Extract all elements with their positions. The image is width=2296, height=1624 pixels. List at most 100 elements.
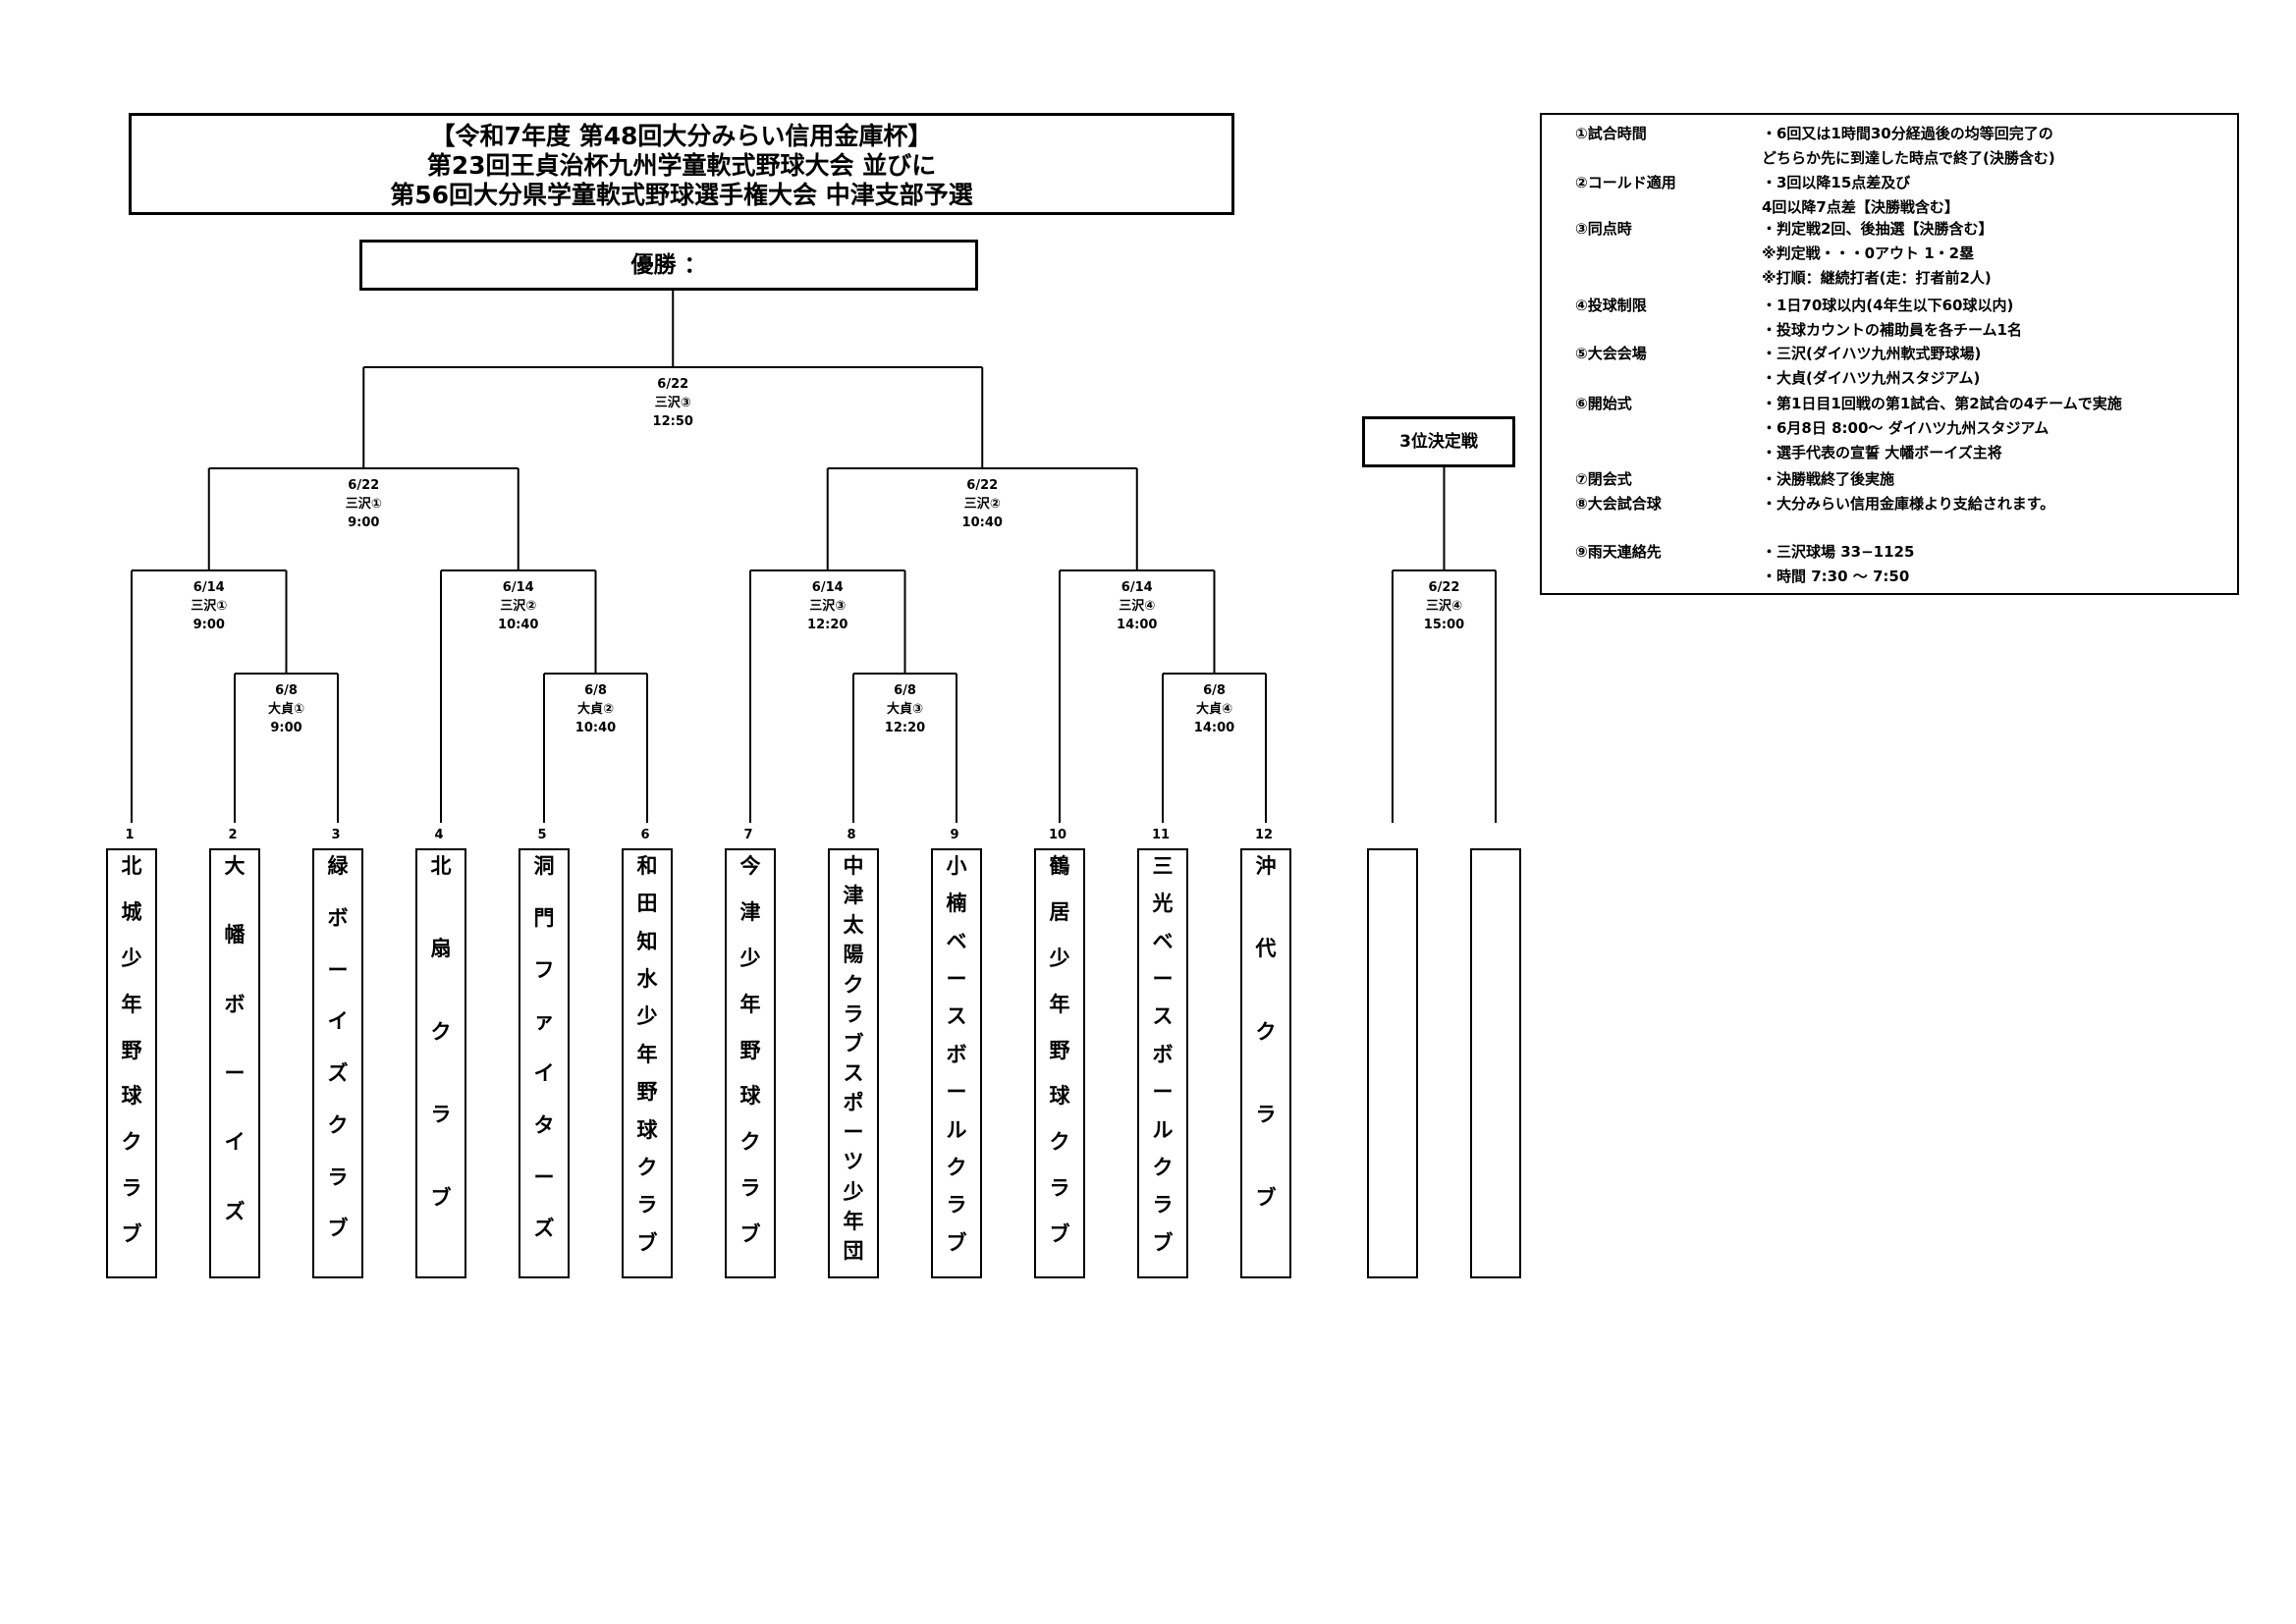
team-name-box: 大幡ボーイズ	[209, 848, 260, 1278]
match-time: 12:20	[807, 618, 848, 632]
team-name-char: ク	[1049, 1130, 1070, 1155]
title-line-2: 第23回王貞治杯九州学童軟式野球大会 並びに	[426, 151, 937, 180]
team-name-char: 球	[1049, 1084, 1070, 1109]
team-name-char: ボ	[327, 905, 349, 930]
match-date: 6/8	[275, 683, 298, 698]
match-date: 6/22	[657, 377, 689, 392]
team-name-char: 和	[636, 854, 658, 878]
info-value: ・大分みらい信用金庫様より支給されます。	[1762, 495, 2055, 513]
team-name-char: 野	[121, 1038, 142, 1062]
team-name-box	[1470, 848, 1521, 1278]
team-number: 7	[743, 828, 753, 842]
match-date: 6/22	[1428, 580, 1460, 595]
team-name-char: 楠	[946, 892, 967, 916]
match-time: 10:40	[961, 515, 1003, 530]
match-venue: 大貞②	[576, 702, 614, 717]
team-name-char: 北	[121, 854, 142, 878]
team-name-char: 光	[1152, 892, 1174, 916]
team-name-char: 少	[843, 1179, 864, 1204]
team-name-char: ボ	[224, 992, 246, 1016]
info-key: ⑧大会試合球	[1575, 495, 1662, 513]
info-key: ⑤大会会場	[1575, 345, 1647, 362]
team-name-char: 年	[843, 1209, 864, 1233]
match-venue: 三沢④	[1119, 599, 1156, 614]
match-venue: 三沢①	[191, 599, 228, 614]
team-name-char: ー	[224, 1061, 246, 1085]
team-name-char: 年	[636, 1042, 658, 1066]
info-key: ①試合時間	[1575, 125, 1647, 142]
team-name-char: ラ	[327, 1164, 349, 1189]
match-date: 6/14	[502, 580, 534, 595]
team-number: 8	[847, 828, 856, 842]
team-number: 10	[1048, 828, 1067, 842]
info-key: ④投球制限	[1575, 297, 1647, 314]
team-name-char: ズ	[533, 1217, 555, 1241]
team-number: 9	[950, 828, 959, 842]
team-number: 6	[640, 828, 650, 842]
team-name-char: 年	[1049, 992, 1070, 1016]
match-time: 10:40	[574, 721, 617, 735]
team-name-char: ク	[121, 1130, 142, 1155]
team-name-char: ポ	[843, 1091, 864, 1115]
match-date: 6/8	[894, 683, 916, 698]
team-number: 11	[1151, 828, 1171, 842]
team-name-char: ス	[1152, 1004, 1174, 1029]
info-value: ※打順：継続打者(走：打者前2人)	[1762, 269, 1992, 287]
team-name-char: ラ	[121, 1176, 142, 1201]
match-venue: 三沢①	[345, 497, 382, 512]
info-value: どちらか先に到達した時点で終了(決勝含む)	[1762, 149, 2055, 167]
team-name-char: ブ	[636, 1230, 658, 1255]
team-name-char: ク	[1255, 1019, 1277, 1044]
match-time: 9:00	[192, 618, 225, 632]
team-name-char: 城	[121, 899, 142, 924]
team-name-char: ル	[946, 1117, 967, 1142]
team-name-char: 洞	[533, 854, 555, 878]
info-value: ・3回以降15点差及び	[1762, 174, 1911, 191]
team-name-char: ブ	[739, 1222, 761, 1247]
team-name-box: 洞門ファイターズ	[519, 848, 570, 1278]
team-name-char: ラ	[1049, 1176, 1070, 1201]
team-name-char: ベ	[946, 929, 967, 953]
team-name-char: 津	[739, 899, 761, 924]
team-name-box: 緑ボーイズクラブ	[312, 848, 363, 1278]
team-name-box: 今津少年野球クラブ	[725, 848, 776, 1278]
match-date: 6/14	[1121, 580, 1153, 595]
team-name-char: タ	[533, 1112, 555, 1137]
team-name-char: ァ	[533, 1009, 555, 1034]
team-name-char: ー	[327, 957, 349, 982]
team-name-char: ブ	[121, 1222, 142, 1247]
team-name-char: ー	[1152, 967, 1174, 992]
info-key: ③同点時	[1575, 220, 1632, 238]
rules-info-box: ①試合時間・6回又は1時間30分経過後の均等回完了の どちらか先に到達した時点で…	[1540, 113, 2239, 595]
match-time: 9:00	[348, 515, 380, 530]
team-name-char: 小	[946, 854, 967, 878]
team-name-char: 太	[843, 913, 864, 938]
team-number: 12	[1254, 828, 1274, 842]
info-value: 4回以降7点差【決勝戦含む】	[1762, 198, 1959, 216]
team-name-box: 中津太陽クラブスポーツ少年団	[828, 848, 879, 1278]
match-venue: 三沢③	[654, 396, 691, 410]
match-date: 6/8	[1203, 683, 1226, 698]
team-number: 1	[125, 828, 135, 842]
third-place-label: 3位決定戦	[1399, 432, 1478, 452]
team-name-char: ブ	[843, 1031, 864, 1056]
team-name-box: 小楠ベースボールクラブ	[931, 848, 982, 1278]
team-name-char: 門	[533, 905, 555, 930]
info-value: ・選手代表の宣誓 大幡ボーイズ主将	[1762, 444, 2002, 461]
team-name-char: ク	[636, 1155, 658, 1179]
team-number: 4	[434, 828, 444, 842]
team-name-char: 緑	[327, 854, 349, 878]
team-name-box: 三光ベースボールクラブ	[1137, 848, 1188, 1278]
team-name-char: 球	[636, 1117, 658, 1142]
match-venue: 大貞①	[267, 702, 304, 717]
match-date: 6/22	[966, 478, 999, 493]
team-name-char: ブ	[1152, 1230, 1174, 1255]
